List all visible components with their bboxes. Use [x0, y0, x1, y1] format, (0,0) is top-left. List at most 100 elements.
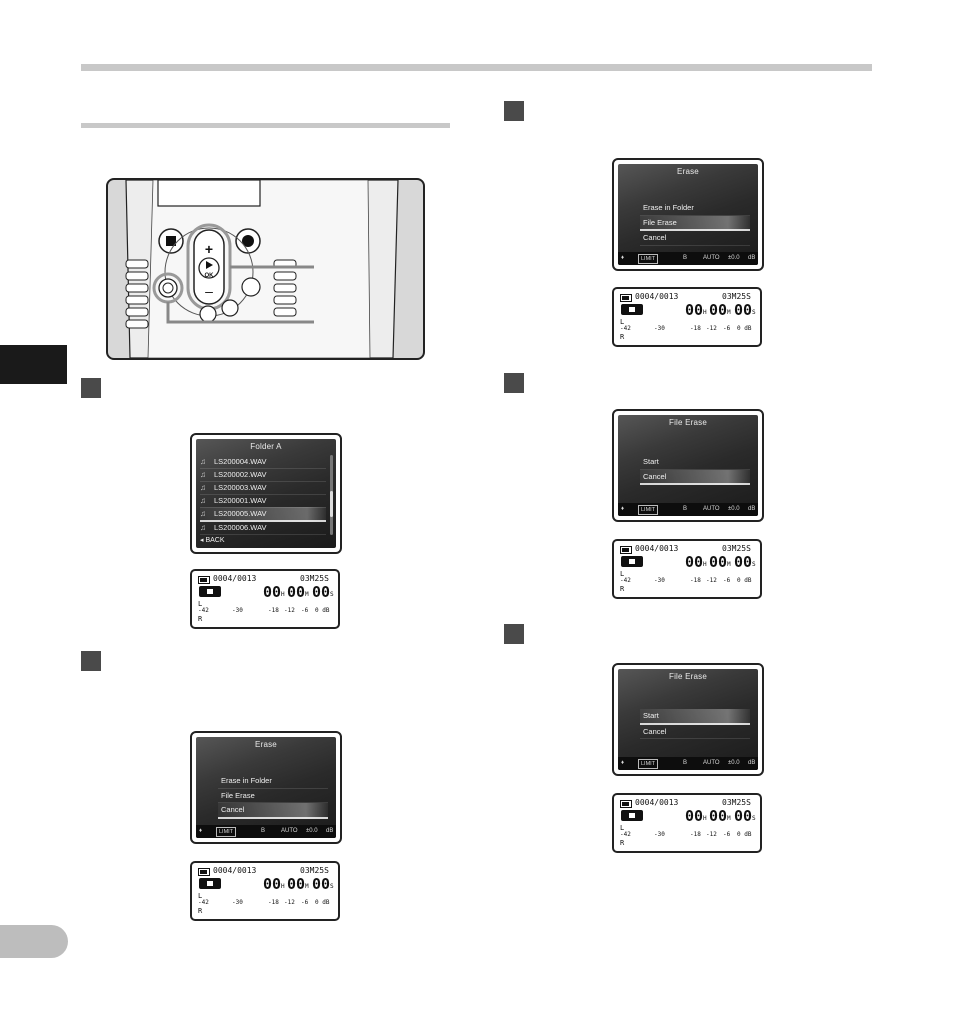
channel-left: L [198, 892, 203, 900]
file-row[interactable]: ♫LS200003.WAV [200, 481, 326, 495]
file-name: LS200001.WAV [214, 496, 267, 505]
status-bar: ♦ LIMIT B AUTO ±0.0 dB [618, 503, 758, 516]
screen-title: Erase [255, 740, 277, 749]
scale-tick: -18 [268, 899, 279, 906]
seconds-unit: S [330, 591, 334, 598]
hours: 00 [685, 553, 704, 571]
file-row-selected[interactable]: ♫LS200005.WAV [200, 507, 326, 522]
file-counter: 0004/0013 [635, 292, 679, 301]
erase-menu-screen-b: Erase Erase in Folder File Erase Cancel … [612, 158, 764, 271]
channel-left: L [198, 600, 203, 608]
mic-icon: ♦ [621, 255, 625, 261]
music-note-icon: ♫ [200, 457, 206, 466]
hours-unit: H [703, 309, 707, 316]
seconds: 00 [312, 583, 331, 601]
step-marker-3 [504, 101, 524, 121]
limit-badge: LIMIT [638, 759, 659, 769]
file-counter: 0004/0013 [213, 574, 257, 583]
file-erase-screen-a: File Erase Start Cancel ♦ LIMIT B AUTO ±… [612, 409, 764, 522]
menu-item-cancel[interactable]: Cancel [640, 231, 750, 246]
hours: 00 [685, 807, 704, 825]
scale-tick: -18 [690, 831, 701, 838]
limit-badge: LIMIT [216, 827, 237, 837]
file-length: 03M25S [722, 544, 751, 553]
music-note-icon: ♫ [200, 509, 206, 518]
status-bar: ♦ LIMIT B AUTO ±0.0 dB [618, 252, 758, 265]
file-erase-screen-b: File Erase Start Cancel ♦ LIMIT B AUTO ±… [612, 663, 764, 776]
hours-unit: H [281, 591, 285, 598]
menu-item-start[interactable]: Start [640, 709, 750, 725]
scale-tick: -42 [198, 899, 209, 906]
menu-item-file-erase[interactable]: File Erase [218, 789, 328, 803]
seconds: 00 [734, 301, 753, 319]
mic-icon: ♦ [621, 760, 625, 766]
menu-item-erase-in-folder[interactable]: Erase in Folder [218, 774, 328, 789]
scroll-thumb[interactable] [330, 491, 333, 517]
menu-item-erase-in-folder[interactable]: Erase in Folder [640, 201, 750, 216]
channel-left: L [620, 824, 625, 832]
screen-title: Erase [677, 167, 699, 176]
scale-tick: -12 [284, 899, 295, 906]
status-auto: AUTO [703, 760, 720, 766]
channel-right: R [198, 907, 203, 915]
music-note-icon: ♫ [200, 483, 206, 492]
file-row[interactable]: ♫LS200002.WAV [200, 468, 326, 482]
recorder-drawing: + OK – [125, 180, 399, 358]
mic-icon: ♦ [621, 506, 625, 512]
menu-item-cancel[interactable]: Cancel [218, 803, 328, 819]
menu-item-cancel[interactable]: Cancel [640, 725, 750, 739]
file-row[interactable]: ♫LS200001.WAV [200, 494, 326, 508]
seconds-unit: S [752, 561, 756, 568]
file-row[interactable]: ♫ LS200004.WAV [200, 455, 326, 469]
status-auto: AUTO [281, 828, 298, 834]
scale-tick: -12 [284, 607, 295, 614]
minutes-unit: M [305, 883, 309, 890]
file-counter: 0004/0013 [213, 866, 257, 875]
file-length: 03M25S [300, 866, 329, 875]
status-db: dB [326, 828, 334, 834]
scale-tick: -6 [723, 325, 731, 332]
back-button[interactable]: ◂ BACK [200, 537, 225, 544]
hours-unit: H [281, 883, 285, 890]
file-row[interactable]: ♫LS200006.WAV [200, 521, 326, 535]
scale-tick: -18 [690, 577, 701, 584]
hours-unit: H [703, 561, 707, 568]
scale-tick: 0 dB [315, 607, 330, 614]
file-length: 03M25S [300, 574, 329, 583]
scale-tick: -6 [301, 899, 309, 906]
minutes: 00 [709, 553, 728, 571]
stop-icon [199, 586, 221, 597]
status-auto: AUTO [703, 255, 720, 261]
hours-unit: H [703, 815, 707, 822]
seconds: 00 [734, 553, 753, 571]
scale-tick: -42 [198, 607, 209, 614]
sub-display-2: 0004/0013 03M25S 00 H 00 M 00 S L -42 -3… [190, 861, 340, 921]
seconds-unit: S [752, 815, 756, 822]
seconds-unit: S [752, 309, 756, 316]
step-marker-1 [81, 378, 101, 398]
scale-tick: -18 [690, 325, 701, 332]
sub-display-5: 0004/0013 03M25S 00 H 00 M 00 S L -42 -3… [612, 793, 762, 853]
menu-item-start[interactable]: Start [640, 455, 750, 470]
scale-tick: -6 [301, 607, 309, 614]
scale-tick: 0 dB [737, 577, 752, 584]
status-auto: AUTO [703, 506, 720, 512]
file-name: LS200004.WAV [214, 457, 267, 466]
seconds: 00 [734, 807, 753, 825]
scale-tick: 0 dB [737, 831, 752, 838]
battery-icon [198, 576, 210, 584]
scale-tick: -42 [620, 325, 631, 332]
channel-right: R [620, 333, 625, 341]
hours: 00 [263, 583, 282, 601]
channel-left: L [620, 318, 625, 326]
mic-icon: ♦ [199, 828, 203, 834]
stop-icon [621, 810, 643, 821]
minutes-unit: M [305, 591, 309, 598]
minutes: 00 [709, 301, 728, 319]
status-bar: ♦ LIMIT B AUTO ±0.0 dB [196, 825, 336, 838]
menu-item-file-erase[interactable]: File Erase [640, 215, 750, 231]
scale-tick: -30 [654, 325, 665, 332]
sub-display-3: 0004/0013 03M25S 00 H 00 M 00 S L -42 -3… [612, 287, 762, 347]
recorder-illustration: + OK – [106, 178, 425, 360]
menu-item-cancel[interactable]: Cancel [640, 469, 750, 485]
